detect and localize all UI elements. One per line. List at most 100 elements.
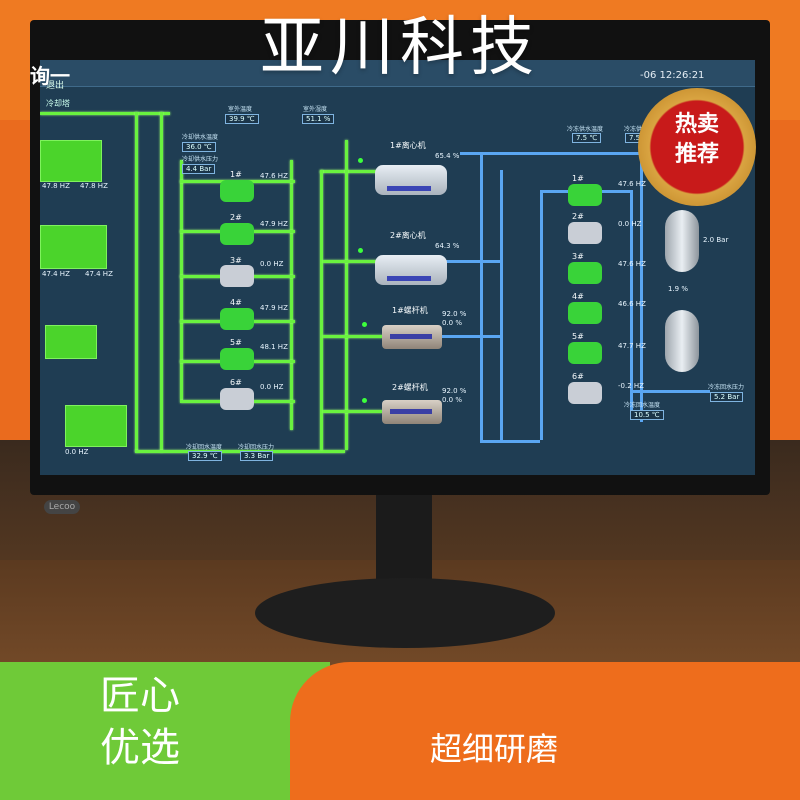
cooling-pump-5[interactable] <box>220 348 254 370</box>
pipe-blue <box>460 152 660 155</box>
pump-frequency: 47.9 HZ <box>260 304 288 312</box>
chilled-pump-1[interactable] <box>568 184 602 206</box>
pump-name: 3# <box>230 256 242 265</box>
pipe-blue <box>540 190 543 440</box>
cooling-pump-3[interactable] <box>220 265 254 287</box>
pump-name: 4# <box>572 292 584 301</box>
tank-pressure: 2.0 Bar <box>703 236 729 244</box>
pipe-blue <box>630 190 633 420</box>
pump-frequency: 47.6 HZ <box>618 260 646 268</box>
pipe-green <box>40 112 170 115</box>
pipe-blue <box>440 335 500 338</box>
pipe-blue <box>500 170 503 440</box>
tower-frequency: 47.8 HZ <box>80 182 108 190</box>
pump-name: 2# <box>572 212 584 221</box>
screw-chiller-1[interactable] <box>382 325 442 349</box>
cw-return-pressure-label: 冷却回水压力 <box>238 444 275 451</box>
pump-name: 5# <box>572 332 584 341</box>
pipe-blue <box>440 260 500 263</box>
tower-frequency: 47.8 HZ <box>42 182 70 190</box>
pump-name: 2# <box>230 213 242 222</box>
centrifugal-chiller-1[interactable] <box>375 165 447 195</box>
footer-slogan-right: 超细研磨 <box>430 730 559 768</box>
chilled-pump-5[interactable] <box>568 342 602 364</box>
pipe-blue <box>640 152 643 422</box>
footer-left-line-2: 优选 <box>100 725 180 771</box>
pump-frequency: 0.0 HZ <box>260 383 284 391</box>
chw-return-temp-label: 冷冻回水温度 <box>624 402 661 409</box>
cooling-tower[interactable] <box>40 225 107 269</box>
cooling-pump-6[interactable] <box>220 388 254 410</box>
chiller-load: 65.4 % <box>435 152 460 160</box>
exit-button[interactable]: 退出 <box>46 81 65 91</box>
status-indicator <box>358 248 363 253</box>
water-tank-upper[interactable] <box>665 210 699 272</box>
water-tank-lower[interactable] <box>665 310 699 372</box>
cw-return-temp-value: 32.9 ℃ <box>188 451 222 461</box>
pipe-blue <box>480 152 483 442</box>
status-indicator <box>358 158 363 163</box>
cooling-tower[interactable] <box>40 140 102 182</box>
cooling-pump-2[interactable] <box>220 223 254 245</box>
pump-frequency: 46.6 HZ <box>618 300 646 308</box>
cooling-tower[interactable] <box>45 325 97 359</box>
cooling-pump-4[interactable] <box>220 308 254 330</box>
pipe-green <box>180 160 183 400</box>
pump-frequency: 47.6 HZ <box>260 172 288 180</box>
screw-load-secondary: 0.0 % <box>442 319 463 327</box>
chw-supply-temp-value: 7.5 ℃ <box>572 133 602 143</box>
clock-readout: -06 12:26:21 <box>640 70 705 81</box>
centrifugal-chiller-2[interactable] <box>375 255 447 285</box>
tower-frequency: 0.0 HZ <box>65 448 89 456</box>
chilled-pump-6[interactable] <box>568 382 602 404</box>
chilled-pump-4[interactable] <box>568 302 602 324</box>
cooling-pump-1[interactable] <box>220 180 254 202</box>
cw-supply-temp-label: 冷却供水温度 <box>182 134 219 141</box>
pump-frequency: 0.0 HZ <box>260 260 284 268</box>
pump-frequency: 48.1 HZ <box>260 343 288 351</box>
hot-recommend-badge: 热卖 推荐 <box>638 88 756 206</box>
footer-orange-panel <box>290 662 800 800</box>
screw-chiller-name: 2#螺杆机 <box>392 383 428 392</box>
outdoor-temp-label: 室外温度 <box>228 106 253 113</box>
screw-load-secondary: 0.0 % <box>442 396 463 404</box>
cw-return-pressure-value: 3.3 Bar <box>240 451 274 461</box>
pipe-green <box>160 112 163 452</box>
screw-chiller-name: 1#螺杆机 <box>392 306 428 315</box>
outdoor-temp-value: 39.9 ℃ <box>225 114 259 124</box>
pump-frequency: 47.9 HZ <box>260 220 288 228</box>
cw-supply-temp-value: 36.0 ℃ <box>182 142 216 152</box>
chiller-name: 2#离心机 <box>390 231 426 240</box>
cw-supply-pressure-label: 冷却供水压力 <box>182 156 219 163</box>
footer-left-line-1: 匠心 <box>100 673 180 719</box>
pipe-blue <box>630 390 710 393</box>
pump-name: 6# <box>572 372 584 381</box>
pump-name: 1# <box>230 170 242 179</box>
badge-line-2: 推荐 <box>674 142 719 167</box>
brand-title: 亚川科技 <box>260 11 540 85</box>
chilled-pump-3[interactable] <box>568 262 602 284</box>
pipe-green <box>323 410 383 413</box>
chw-return-temp-value: 10.5 ℃ <box>630 410 664 420</box>
pump-frequency: 0.0 HZ <box>618 220 642 228</box>
tower-frequency: 47.4 HZ <box>85 270 113 278</box>
screen-header-fragment: 询一 <box>30 64 70 88</box>
chiller-name: 1#离心机 <box>390 141 426 150</box>
pump-name: 4# <box>230 298 242 307</box>
chilled-pump-2[interactable] <box>568 222 602 244</box>
status-indicator <box>362 398 367 403</box>
status-indicator <box>362 322 367 327</box>
chw-return-pressure-value: 5.2 Bar <box>710 392 744 402</box>
monitor-logo: Lecoo <box>44 500 80 514</box>
screw-load: 92.0 % <box>442 387 467 395</box>
pump-name: 6# <box>230 378 242 387</box>
cooling-tower[interactable] <box>65 405 127 447</box>
monitor-stand-neck <box>376 495 432 585</box>
pump-name: 5# <box>230 338 242 347</box>
outdoor-humidity-value: 51.1 % <box>302 114 335 124</box>
chiller-load: 64.3 % <box>435 242 460 250</box>
screw-chiller-2[interactable] <box>382 400 442 424</box>
badge-line-1: 热卖 <box>674 112 719 137</box>
footer-slogan-left: 匠心 优选 <box>100 670 260 774</box>
pump-name: 3# <box>572 252 584 261</box>
